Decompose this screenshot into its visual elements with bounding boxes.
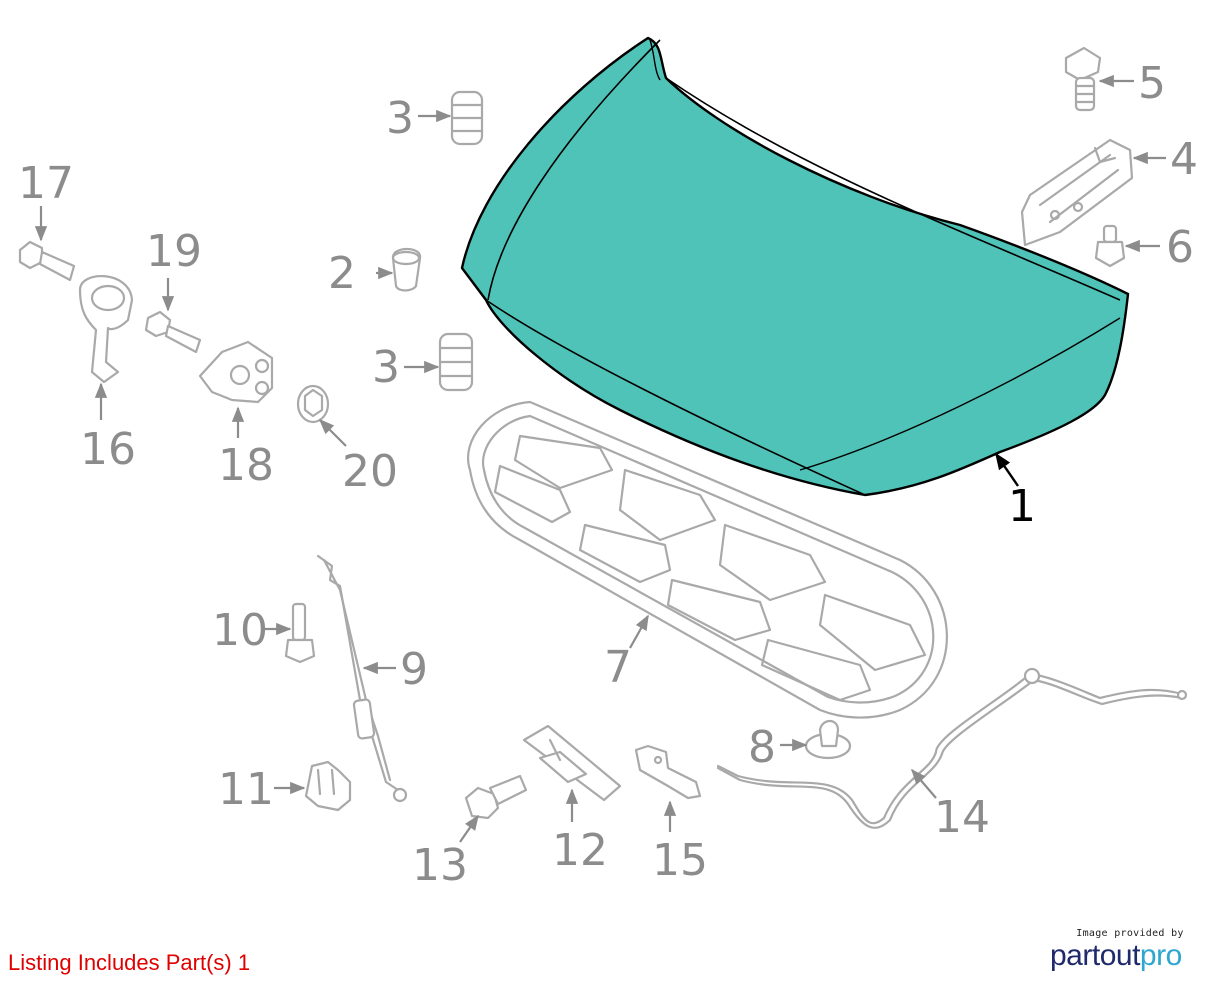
callout-3-upper: 3 (386, 93, 414, 144)
hood-stay-rod-part (316, 554, 408, 803)
callout-1: 1 (1008, 481, 1036, 532)
callout-18: 18 (218, 440, 274, 491)
release-handle-part (78, 274, 134, 384)
callout-9: 9 (400, 644, 428, 695)
callout-14: 14 (934, 792, 990, 843)
hood-latch-part (198, 340, 274, 404)
hood-insulator-part (467, 400, 948, 719)
callout-10: 10 (212, 605, 268, 656)
handle-screw-part (18, 240, 76, 282)
stay-bolt-part (284, 602, 316, 664)
cable-bracket-part (634, 744, 702, 800)
callout-3-lower: 3 (372, 342, 400, 393)
callout-16: 16 (80, 424, 136, 475)
callout-8: 8 (748, 722, 776, 773)
hood-panel-part (460, 36, 1130, 497)
callout-20: 20 (342, 446, 398, 497)
brand-name: partoutpro (1050, 939, 1210, 973)
callout-7: 7 (604, 642, 632, 693)
brand-name-part2: pro (1139, 939, 1182, 972)
callout-15: 15 (652, 835, 708, 886)
image-credit-text: Image provided by (1076, 928, 1184, 939)
lock-bolt-part (144, 310, 202, 354)
callout-11: 11 (218, 764, 274, 815)
callout-5: 5 (1138, 58, 1166, 109)
callout-13: 13 (412, 840, 468, 891)
cable-grommet-part (804, 719, 852, 760)
brand-name-part1: partout (1050, 939, 1140, 972)
callout-12: 12 (552, 825, 608, 876)
hinge-nut-part (1094, 224, 1126, 268)
callout-4: 4 (1170, 134, 1198, 185)
callout-arrows (34, 74, 1166, 843)
listing-note: Listing Includes Part(s) 1 (8, 950, 251, 975)
callout-6: 6 (1166, 222, 1194, 273)
striker-bolt-part (464, 774, 528, 820)
latch-nut-part (296, 384, 330, 424)
hood-striker-part (522, 724, 622, 802)
callout-2: 2 (328, 248, 356, 299)
bumper-stop-part-lower (438, 332, 474, 392)
stay-clip-part (304, 760, 352, 812)
callout-19: 19 (146, 226, 202, 277)
callout-17: 17 (18, 158, 74, 209)
partoutpro-logo: Image provided by partoutpro (1050, 928, 1210, 973)
release-cable-part (716, 667, 1188, 829)
hinge-bolt-part (1064, 46, 1102, 112)
hood-hinge-part (1020, 138, 1134, 247)
hood-cushion-part (391, 247, 422, 292)
bumper-stop-part-upper (450, 90, 484, 146)
